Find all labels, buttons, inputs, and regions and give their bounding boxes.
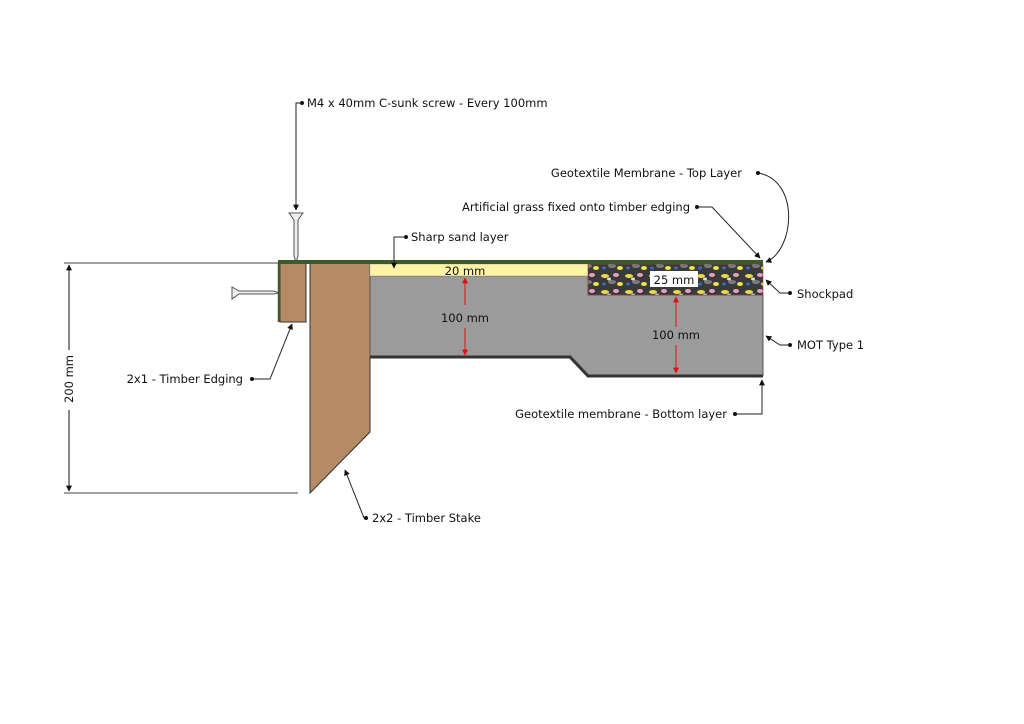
geotextile-bottom-label: Geotextile membrane - Bottom layer bbox=[515, 407, 727, 421]
timber-edging-label: 2x1 - Timber Edging bbox=[127, 372, 243, 386]
mot-depth-right-label: 100 mm bbox=[652, 328, 700, 342]
sharp-sand-label: Sharp sand layer bbox=[411, 230, 509, 244]
screw-icon bbox=[231, 212, 304, 300]
total-height-label: 200 mm bbox=[62, 355, 76, 403]
sand-depth-label: 20 mm bbox=[445, 264, 486, 278]
shockpad-label: Shockpad bbox=[797, 287, 853, 301]
mot-depth-left-label: 100 mm bbox=[441, 311, 489, 325]
geotextile-top-label: Geotextile Membrane - Top Layer bbox=[551, 166, 742, 180]
geotextile-top-membrane bbox=[278, 260, 763, 264]
overall-dimension: 200 mm bbox=[62, 262, 298, 494]
artificial-grass-label: Artificial grass fixed onto timber edgin… bbox=[462, 200, 690, 214]
screw-label: M4 x 40mm C-sunk screw - Every 100mm bbox=[307, 96, 548, 110]
geotextile-bottom-membrane bbox=[370, 355, 763, 378]
timber-stake-label: 2x2 - Timber Stake bbox=[372, 511, 481, 525]
timber-edging bbox=[279, 262, 307, 323]
timber-stake bbox=[309, 262, 371, 495]
mot-label: MOT Type 1 bbox=[797, 338, 864, 352]
shockpad-depth-label: 25 mm bbox=[654, 273, 695, 287]
